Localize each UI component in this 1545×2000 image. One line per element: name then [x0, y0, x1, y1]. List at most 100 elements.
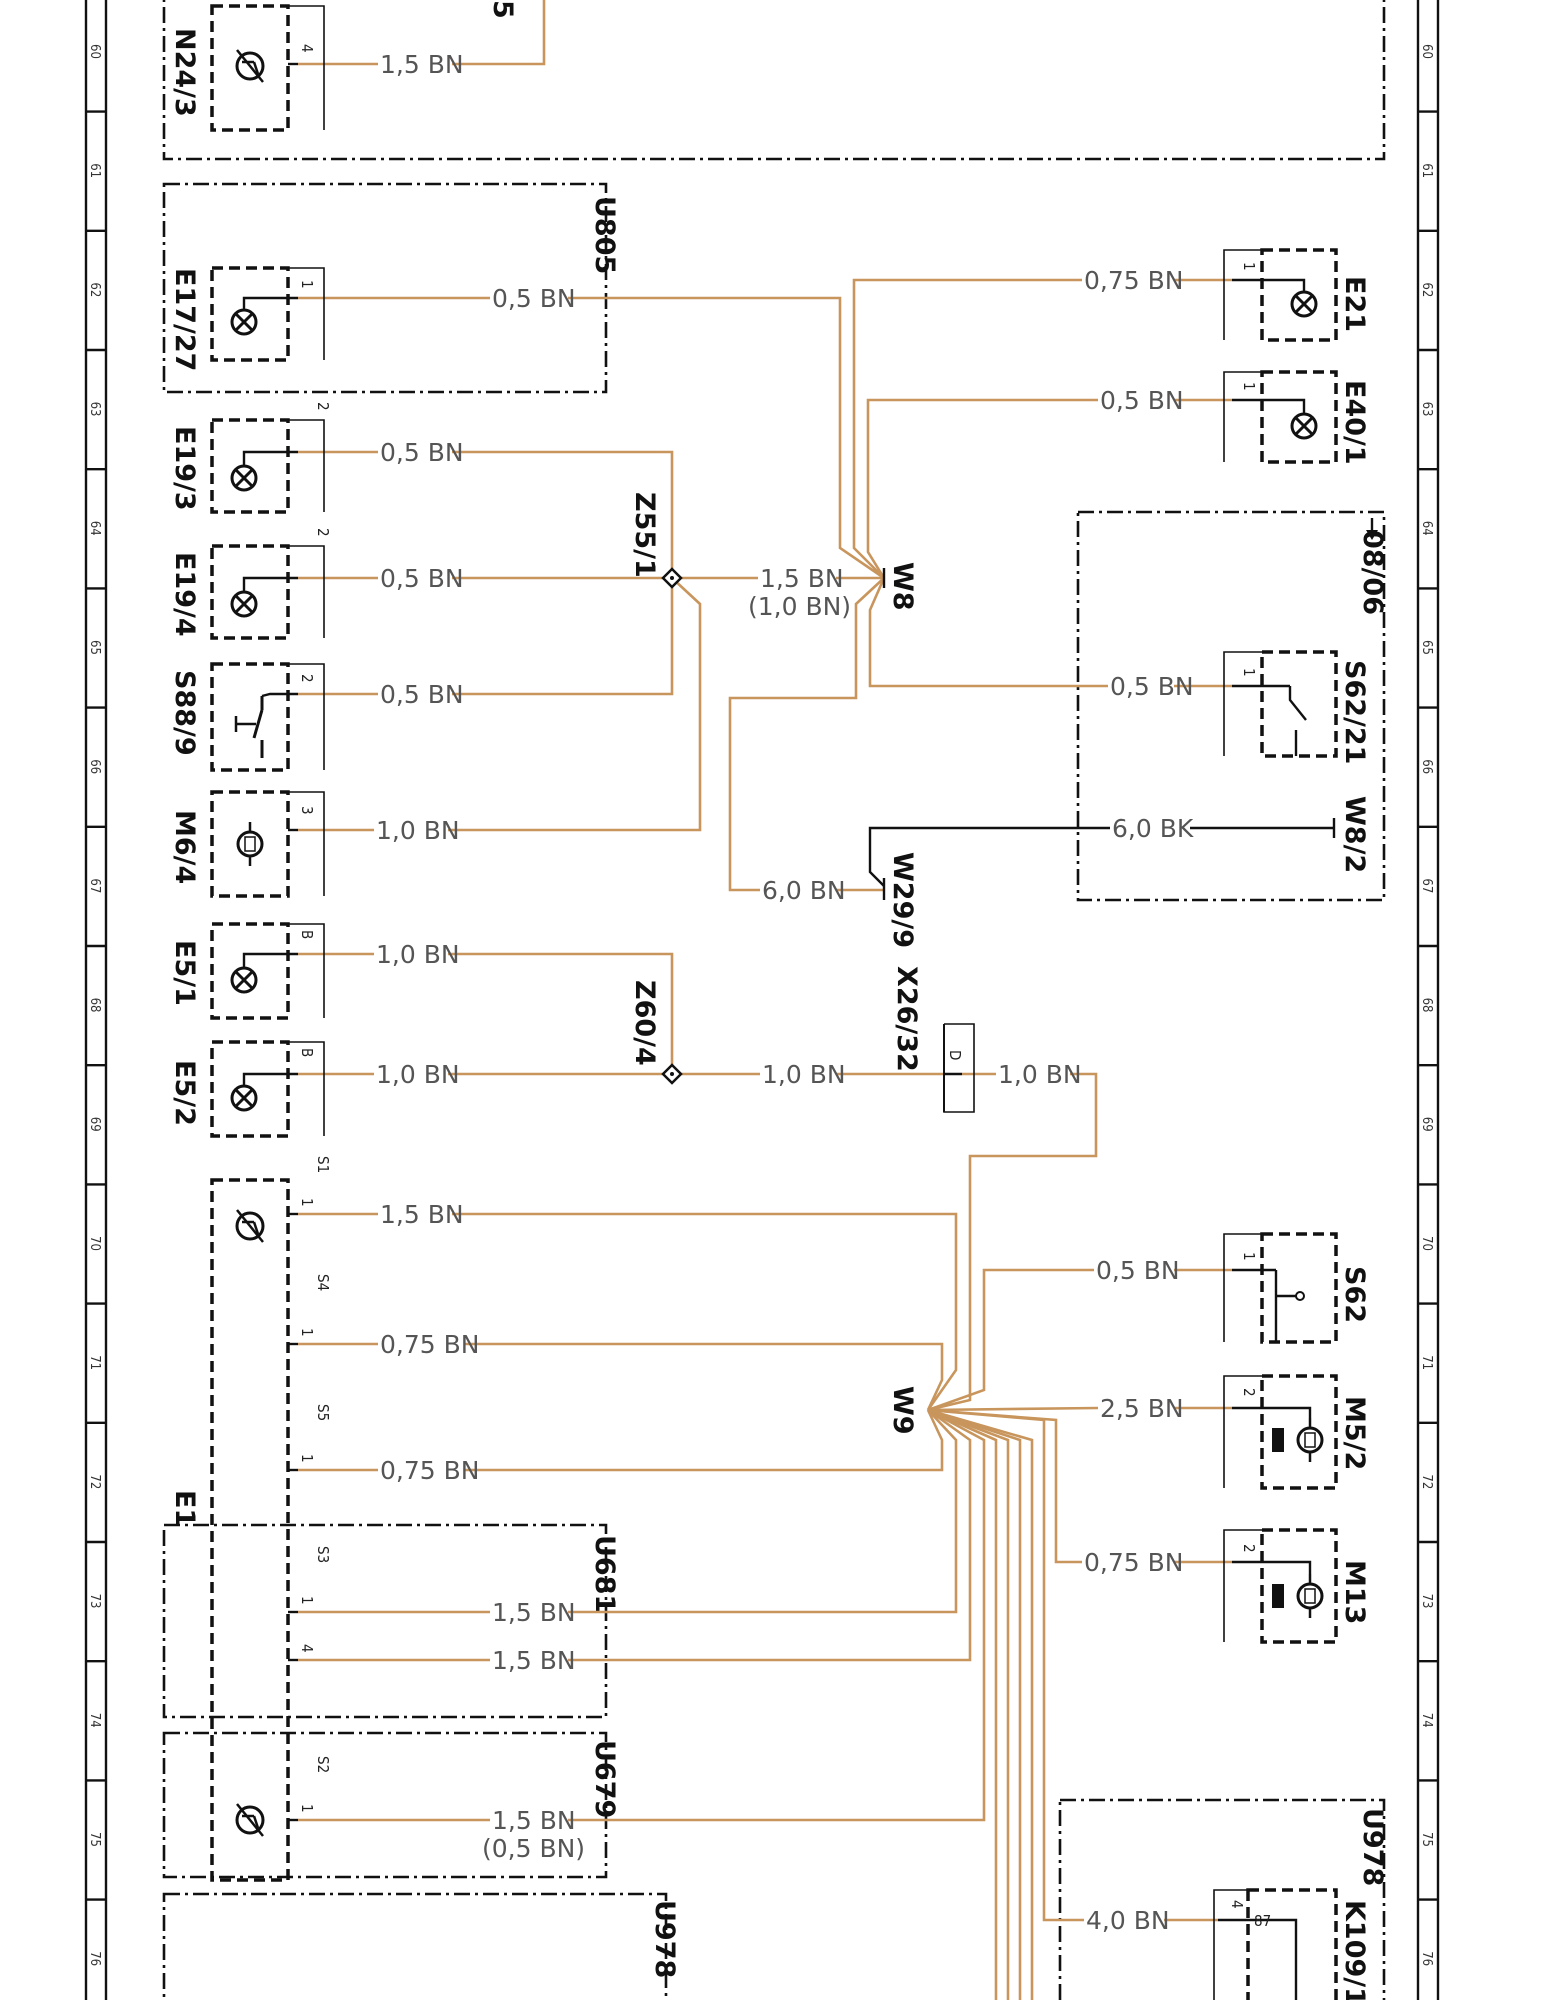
component-n24-3 [210, 4, 325, 132]
pin-label-m6-4: 3 [298, 806, 316, 815]
unit-box-08-06 [1076, 510, 1386, 902]
wire-label-s3b: 1,5 BN [492, 1646, 576, 1675]
unit-box-u978-bottom [162, 1892, 668, 2000]
ruler-number: 61 [1419, 163, 1434, 178]
wire-label-s88-9: 0,5 BN [380, 680, 464, 709]
pin-label-e19-3: 2 [314, 402, 332, 411]
black-wiring [868, 818, 1336, 887]
ruler-number: 65 [87, 640, 102, 655]
connector-label-x26-32: X26/32 [891, 966, 922, 1072]
ruler-number: 60 [87, 44, 102, 59]
component-s62 [1223, 1232, 1338, 1344]
wire-label-x26-w9: 1,0 BN [998, 1060, 1082, 1089]
component-label-e5-1: E5/1 [169, 940, 200, 1006]
ruler-number: 75 [1419, 1832, 1434, 1847]
component-k109-1 [1213, 1888, 1338, 2000]
wire-label-m6-4: 1,0 BN [376, 816, 460, 845]
ruler-number: 66 [87, 759, 102, 774]
connector-x26-32 [943, 1023, 975, 1113]
ruler-number: 61 [87, 163, 102, 178]
ruler-number: 74 [87, 1713, 102, 1728]
subconnector-label-s3: S3 [314, 1546, 332, 1563]
pin-label-e1-s1: 1 [298, 1198, 316, 1207]
wire-label-m13: 0,75 BN [1084, 1548, 1183, 1577]
pin-label-e1-s2: 1 [298, 1804, 316, 1813]
component-label-n24-3: N24/3 [169, 28, 200, 117]
pin-label-e19-4: 2 [314, 528, 332, 537]
wire-label-e17-27: 0,5 BN [492, 284, 576, 313]
pin-label-k109-1b: 87 [1254, 1912, 1271, 1930]
component-label-s62-21: S62/21 [1339, 660, 1370, 764]
wire-label-e40-1: 0,5 BN [1100, 386, 1184, 415]
pin-label-e1-s3a: 1 [298, 1596, 316, 1605]
unit-label-08-06: 08/06 [1357, 530, 1388, 615]
pin-label-m13: 2 [1240, 1544, 1258, 1553]
pin-label-n24-3: 4 [298, 44, 316, 53]
ruler-number: 62 [1419, 282, 1434, 297]
brown-wiring [298, 0, 1232, 2000]
ruler-number: 73 [87, 1594, 102, 1609]
wire-label-s2: 1,5 BN [492, 1806, 576, 1835]
pin-label-e40-1: 1 [1240, 382, 1258, 391]
wire-label-n24-3: 1,5 BN [380, 50, 464, 79]
component-s88-9 [210, 662, 325, 772]
wire-label-s4: 0,75 BN [380, 1330, 479, 1359]
ruler-number: 74 [1419, 1713, 1434, 1728]
ruler-number: 75 [87, 1832, 102, 1847]
unit-box-u681 [162, 1523, 608, 1719]
ruler-number: 64 [1419, 521, 1434, 536]
ruler-number: 73 [1419, 1594, 1434, 1609]
splice-label-z60-4: Z60/4 [629, 980, 660, 1066]
component-e1 [235, 1208, 298, 1838]
wire-label-e21: 0,75 BN [1084, 266, 1183, 295]
component-m6-4 [210, 790, 325, 898]
wire-label-s1: 1,5 BN [380, 1200, 464, 1229]
ruler-number: 72 [1419, 1474, 1434, 1489]
wire-labels: 1,5 BN 0,5 BN 0,75 BN 0,5 BN 0,5 BN 0,5 … [376, 50, 1194, 1935]
pin-label-m5-2: 2 [1240, 1388, 1258, 1397]
ruler-number: 72 [87, 1474, 102, 1489]
pin-label-s62: 1 [1240, 1252, 1258, 1261]
wire-label-s5: 0,75 BN [380, 1456, 479, 1485]
pin-label-e21: 1 [1240, 262, 1258, 271]
component-e19-4 [210, 544, 325, 640]
unit-box-u978-right [1058, 1798, 1386, 2000]
wire-label-z60-x26: 1,0 BN [762, 1060, 846, 1089]
wire-label-e19-3: 0,5 BN [380, 438, 464, 467]
wire-label-m5-2: 2,5 BN [1100, 1394, 1184, 1423]
component-label-m5-2: M5/2 [1339, 1396, 1370, 1470]
wire-label-s62: 0,5 BN [1096, 1256, 1180, 1285]
ground-label-w29-9: W29/9 [887, 852, 918, 948]
component-label-e5-2: E5/2 [169, 1060, 200, 1126]
component-label-e21: E21 [1339, 276, 1370, 332]
ruler-number: 68 [87, 998, 102, 1013]
wire-label-e5-1: 1,0 BN [376, 940, 460, 969]
pin-label-k109-1a: 4 [1228, 1900, 1246, 1909]
component-label-e17-27: E17/27 [169, 268, 200, 371]
splice-label-z55-1: Z55/1 [629, 492, 660, 578]
unit-label-u805: U805 [589, 196, 620, 274]
component-e5-1 [210, 922, 325, 1020]
subconnector-label-s2: S2 [314, 1756, 332, 1773]
pin-label-e1-s3b: 4 [298, 1644, 316, 1653]
ruler-number: 63 [1419, 402, 1434, 417]
ruler-number: 69 [87, 1117, 102, 1132]
ruler-number: 68 [1419, 998, 1434, 1013]
component-e21 [1223, 248, 1338, 342]
unit-box-u679 [162, 1731, 608, 1879]
ground-label-w8-2: W8/2 [1339, 796, 1370, 873]
unit-label-u679: U679 [589, 1740, 620, 1818]
wire-label-s3a: 1,5 BN [492, 1598, 576, 1627]
component-label-e19-3: E19/3 [169, 426, 200, 511]
ruler-number: 70 [87, 1236, 102, 1251]
pin-label-e17-27: 1 [298, 280, 316, 289]
wire-label-s62-21: 0,5 BN [1110, 672, 1194, 701]
ruler-number: 70 [1419, 1236, 1434, 1251]
component-e17-27 [210, 266, 325, 362]
wire-label-e5-2: 1,0 BN [376, 1060, 460, 1089]
component-e40-1 [1223, 370, 1338, 464]
wire-label-s2-alt: (0,5 BN) [482, 1834, 585, 1863]
unit-label-u978-right: U978 [1357, 1808, 1388, 1886]
